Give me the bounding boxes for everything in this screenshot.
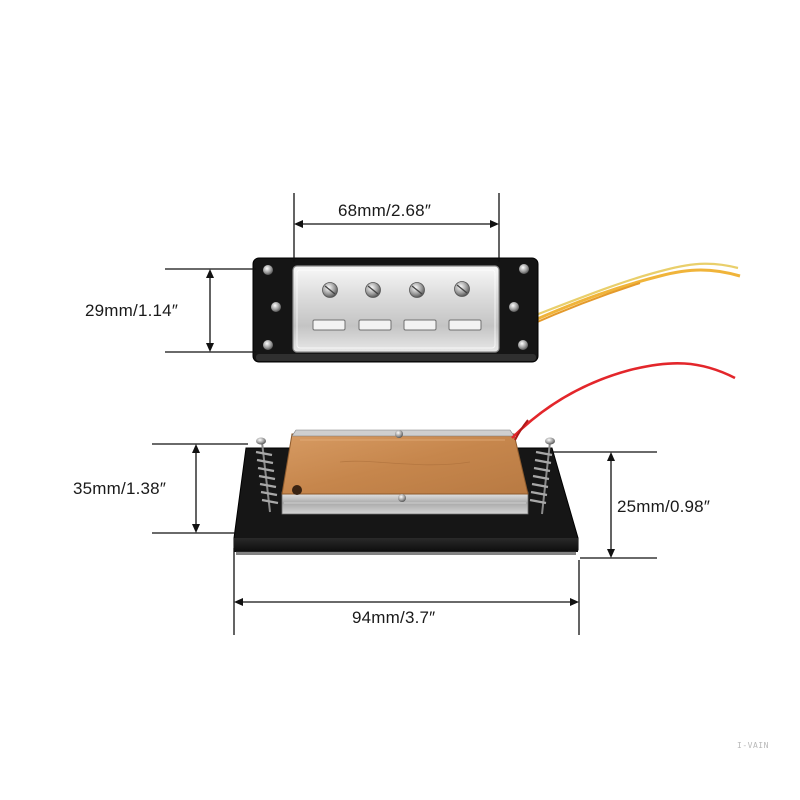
screw-icon <box>518 340 528 350</box>
bottom-inner-height-label: 25mm/0.98″ <box>617 497 711 516</box>
bottom-dimension-lines <box>152 443 657 635</box>
yellow-wire <box>527 268 741 325</box>
screw-icon <box>263 340 273 350</box>
screw-icon <box>519 264 529 274</box>
pole-screws <box>322 281 470 298</box>
orange-wire <box>527 282 641 327</box>
bottom-width-label: 94mm/3.7″ <box>352 608 436 627</box>
screw-icon <box>271 302 281 312</box>
red-wire <box>511 362 736 439</box>
rivet-icon <box>395 430 403 438</box>
watermark-text: I-VAIN <box>737 741 769 750</box>
screw-icon <box>509 302 519 312</box>
top-width-label: 68mm/2.68″ <box>338 201 432 220</box>
rivet-icon <box>398 494 406 502</box>
mounting-hole-icon <box>292 485 302 495</box>
blade-slots <box>312 319 482 331</box>
left-spring <box>255 437 279 513</box>
screw-icon <box>263 265 273 275</box>
top-pickup <box>252 257 741 363</box>
top-dimension-lines <box>165 193 500 353</box>
yellow-wire-2 <box>527 262 739 320</box>
bottom-arrowheads <box>192 444 615 606</box>
bottom-pickup <box>233 362 736 555</box>
top-height-label: 29mm/1.14″ <box>85 301 179 320</box>
top-arrowheads <box>206 220 499 352</box>
right-spring <box>529 437 555 515</box>
bottom-height-label: 35mm/1.38″ <box>73 479 167 498</box>
chrome-cover <box>292 265 500 353</box>
